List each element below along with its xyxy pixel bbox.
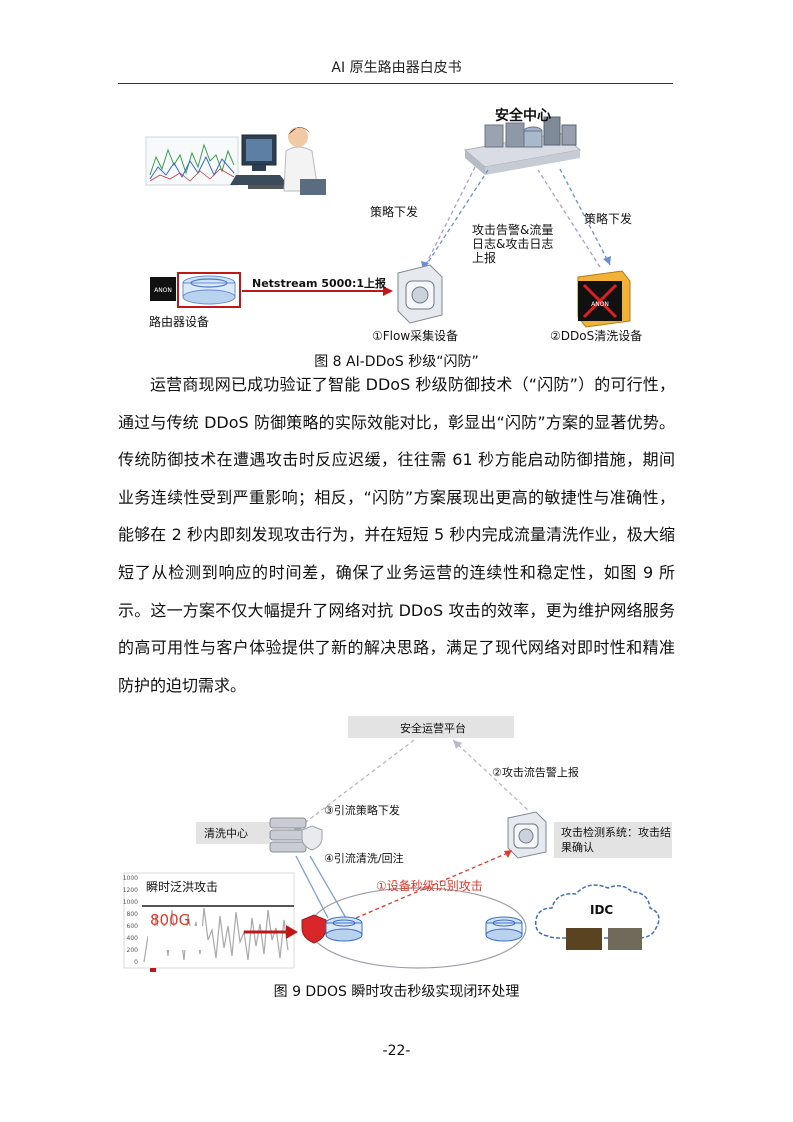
- monitoring-chart-icon: [145, 136, 239, 186]
- flood-chart: 1000 1200 1000 800 600 400 200 0: [123, 872, 295, 972]
- security-center-label: 安全中心: [495, 108, 551, 124]
- platform-label: 安全运营平台: [400, 722, 466, 735]
- step2-label: ②攻击流告警上报: [492, 766, 579, 779]
- alert-report-arrow: [452, 739, 529, 811]
- alarm-report-arrow-right: [537, 169, 601, 268]
- step3-label: ③引流策略下发: [324, 804, 400, 817]
- chart-tick-7: 0: [134, 959, 138, 966]
- policy-left-arrow: [422, 169, 489, 271]
- detection-label: 攻击检测系统：攻击结 果确认: [561, 825, 671, 855]
- chart-tick-6: 200: [127, 947, 139, 954]
- chart-tick-2: 1000: [123, 899, 138, 906]
- alarm-line-3: 上报: [472, 251, 497, 265]
- chart-tick-5: 400: [127, 935, 139, 942]
- body-paragraph: 运营商现网已成功验证了智能 DDoS 秒级防御技术（“闪防”）的可行性，通过与传…: [118, 366, 675, 704]
- firewall-shield-icon: [301, 914, 327, 944]
- attack-detection-icon: [507, 811, 547, 859]
- alarm-report-arrow-left: [422, 166, 476, 271]
- step1-label: ①设备秒级识别攻击: [376, 879, 483, 893]
- reinject-line: [309, 855, 347, 919]
- figure-9-diagram: 1000 1200 1000 800 600 400 200 0: [118, 710, 678, 975]
- platform-box: [348, 716, 514, 738]
- router-label: 路由器设备: [149, 315, 210, 329]
- burst-label: 瞬时泛洪攻击: [146, 880, 219, 894]
- clean-center-label: 清洗中心: [204, 827, 248, 840]
- step4-label: ④引流清洗/回注: [324, 852, 404, 865]
- alarm-line-2: 日志&攻击日志: [472, 237, 554, 251]
- header-rule: [118, 83, 673, 84]
- figure-8-caption: 图 8 AI-DDoS 秒级“闪防”: [314, 354, 479, 370]
- body-paragraph-text: 运营商现网已成功验证了智能 DDoS 秒级防御技术（“闪防”）的可行性，通过与传…: [118, 375, 675, 695]
- netstream-label: Netstream 5000:1上报: [252, 277, 386, 290]
- cleaning-server-icon: [269, 817, 323, 853]
- idc-label: IDC: [590, 903, 614, 917]
- detection-line-1: 攻击检测系统：攻击结: [561, 826, 671, 839]
- chart-tick-4: 600: [127, 923, 139, 930]
- page-header-title: AI 原生路由器白皮书: [331, 60, 462, 76]
- svg-text:ANON: ANON: [591, 301, 609, 308]
- security-center-server-cluster-icon: [463, 116, 582, 175]
- page-number: -22-: [382, 1043, 411, 1059]
- router-device-icon: ANON: [150, 272, 241, 308]
- alarm-report-label: 攻击告警&流量 日志&攻击日志 上报: [472, 223, 553, 265]
- detection-line-2: 果确认: [561, 841, 594, 854]
- figure-8-svg: ANON ANON: [145, 116, 631, 328]
- alarm-line-1: 攻击告警&流量: [472, 223, 554, 237]
- flow-collector-icon: [397, 264, 443, 324]
- game-thumbnail-1: [566, 928, 602, 950]
- detection-box: [554, 822, 672, 858]
- idc-cloud-icon: [535, 884, 660, 939]
- volume-label: 800G: [150, 911, 191, 929]
- game-thumbnail-2: [608, 928, 642, 950]
- ddos-cleaning-label: ②DDoS清洗设备: [550, 329, 643, 343]
- figure-8-diagram: ANON ANON: [140, 95, 660, 345]
- chart-tick-0: 1000: [123, 875, 138, 882]
- chart-tick-3: 800: [127, 911, 139, 918]
- operator-workstation-icon: [230, 127, 326, 195]
- policy-send-arrow: [297, 739, 415, 829]
- diversion-line: [295, 855, 329, 919]
- figure-9-caption: 图 9 DDOS 瞬时攻击秒级实现闭环处理: [273, 984, 520, 1000]
- edge-router-icon: [325, 916, 363, 942]
- flow-collector-label: ①Flow采集设备: [372, 329, 459, 343]
- policy-right-label: 策略下发: [584, 212, 633, 226]
- clean-center-box: [196, 822, 270, 844]
- figure-9-svg: 1000 1200 1000 800 600 400 200 0: [123, 716, 672, 972]
- idc-router-icon: [485, 916, 523, 942]
- ddos-cleaning-device-icon: ANON: [577, 270, 631, 328]
- svg-text:ANON: ANON: [154, 287, 172, 294]
- chart-tick-1: 1200: [123, 887, 138, 894]
- policy-left-label: 策略下发: [370, 205, 419, 219]
